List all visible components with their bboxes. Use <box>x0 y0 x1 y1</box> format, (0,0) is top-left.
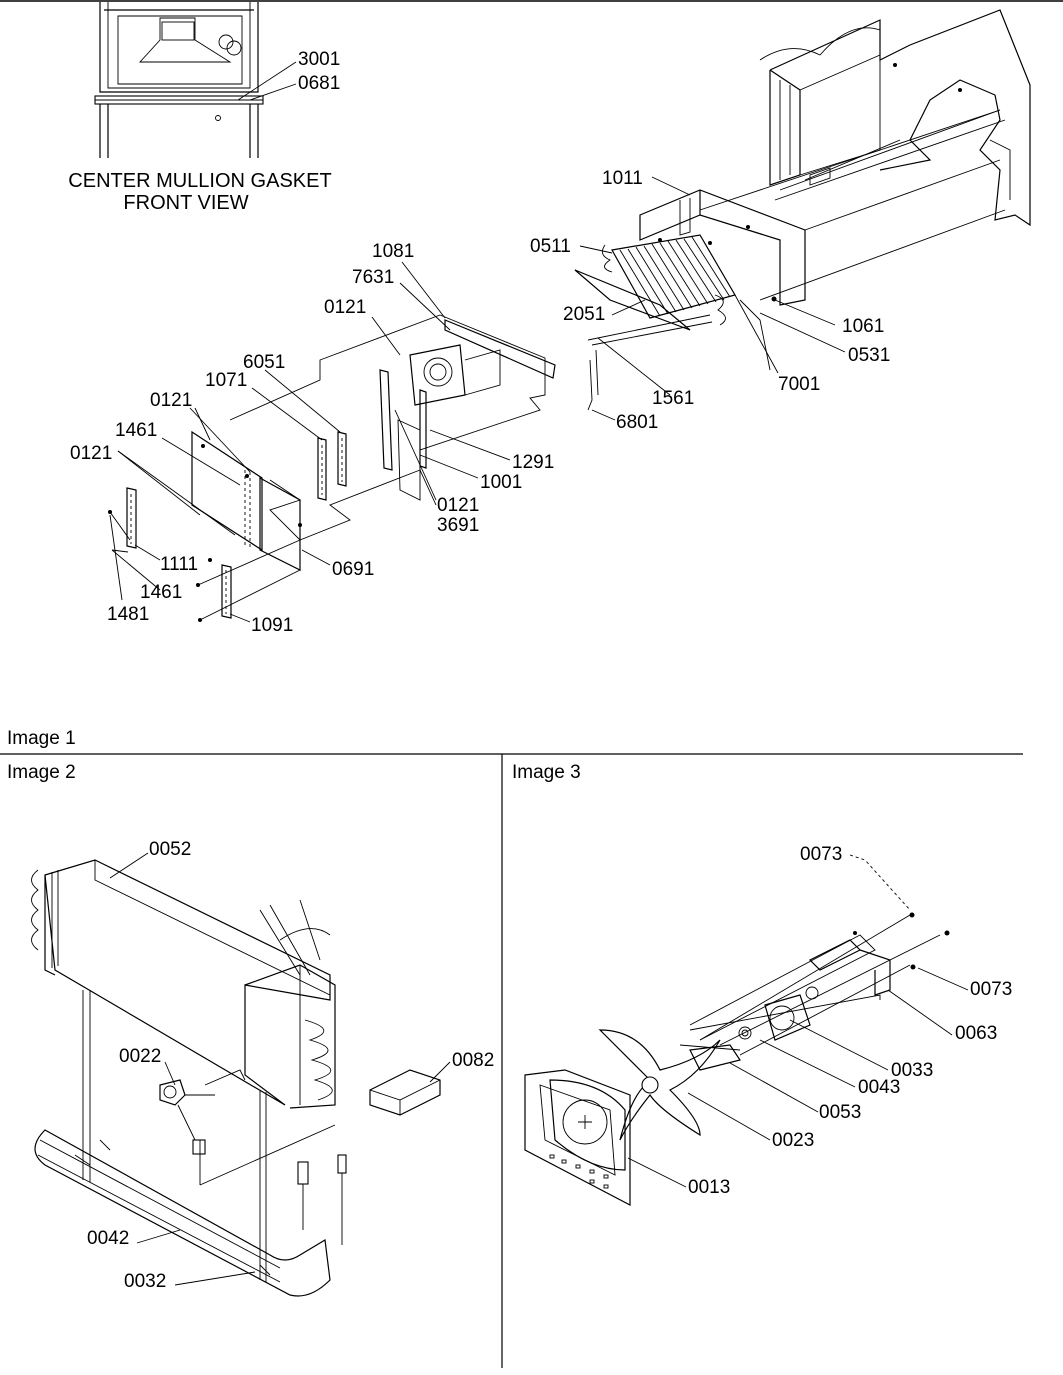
callout-7631: 7631 <box>352 267 394 288</box>
callout-1091: 1091 <box>251 615 293 636</box>
callout-0121-c: 0121 <box>70 443 112 464</box>
callout-1481: 1481 <box>107 604 149 625</box>
cabinet-liner <box>759 9 1031 227</box>
callout-0073-b: 0073 <box>970 979 1012 1000</box>
callout-0052: 0052 <box>149 839 191 860</box>
caption-line1: CENTER MULLION GASKET <box>68 170 331 192</box>
callout-1461-a: 1461 <box>115 420 157 441</box>
callout-3691: 3691 <box>437 515 479 536</box>
evaporator-assembly <box>574 109 1006 411</box>
callout-7001: 7001 <box>778 374 820 395</box>
callout-0022: 0022 <box>119 1046 161 1067</box>
mullion-front-view <box>94 2 297 158</box>
leader-lines-image1 <box>109 176 846 623</box>
callout-0531: 0531 <box>848 345 890 366</box>
callout-1081: 1081 <box>372 241 414 262</box>
callout-0073-a: 0073 <box>800 844 842 865</box>
fan-motor-assembly <box>524 912 950 1206</box>
callout-1461-b: 1461 <box>140 582 182 603</box>
callout-0121-d: 0121 <box>437 495 479 516</box>
caption-line2: FRONT VIEW <box>123 192 248 214</box>
leader-lines-image3 <box>627 854 969 1188</box>
callout-0032: 0032 <box>124 1271 166 1292</box>
evaporator-heater-assembly <box>31 859 441 1297</box>
callout-0013: 0013 <box>688 1177 730 1198</box>
callout-0121-a: 0121 <box>324 297 366 318</box>
callout-2051: 2051 <box>563 304 605 325</box>
callout-0023: 0023 <box>772 1130 814 1151</box>
section-label-image1: Image 1 <box>7 728 76 749</box>
callout-3001: 3001 <box>298 49 340 70</box>
leader-lines-image2 <box>109 852 451 1286</box>
callouts-image2: 0052 0022 0082 0042 0032 <box>87 839 494 1292</box>
callouts-image1: 3001 0681 1011 0511 1081 7631 0121 2051 … <box>70 49 890 636</box>
section-label-image3: Image 3 <box>512 762 581 783</box>
callout-6801: 6801 <box>616 412 658 433</box>
callout-1011: 1011 <box>602 168 643 189</box>
callout-0042: 0042 <box>87 1228 129 1249</box>
callout-1001: 1001 <box>480 472 522 493</box>
callouts-image3: 0073 0073 0063 0033 0043 0053 0023 0013 <box>688 844 1012 1198</box>
callout-0063: 0063 <box>955 1023 997 1044</box>
callout-0681: 0681 <box>298 73 340 94</box>
callout-1071: 1071 <box>205 370 247 391</box>
callout-6051: 6051 <box>243 352 285 373</box>
callout-0033: 0033 <box>891 1060 933 1081</box>
callout-0121-b: 0121 <box>150 390 192 411</box>
callout-0082: 0082 <box>452 1050 494 1071</box>
callout-1061: 1061 <box>842 316 884 337</box>
callout-0043: 0043 <box>858 1077 900 1098</box>
callout-0511: 0511 <box>530 236 571 257</box>
callout-1291: 1291 <box>512 452 554 473</box>
callout-0053: 0053 <box>819 1102 861 1123</box>
section-label-image2: Image 2 <box>7 762 76 783</box>
callout-1561: 1561 <box>652 388 694 409</box>
callout-0691: 0691 <box>332 559 374 580</box>
fan-cover-assembly <box>108 314 556 622</box>
callout-1111: 1111 <box>160 554 198 575</box>
